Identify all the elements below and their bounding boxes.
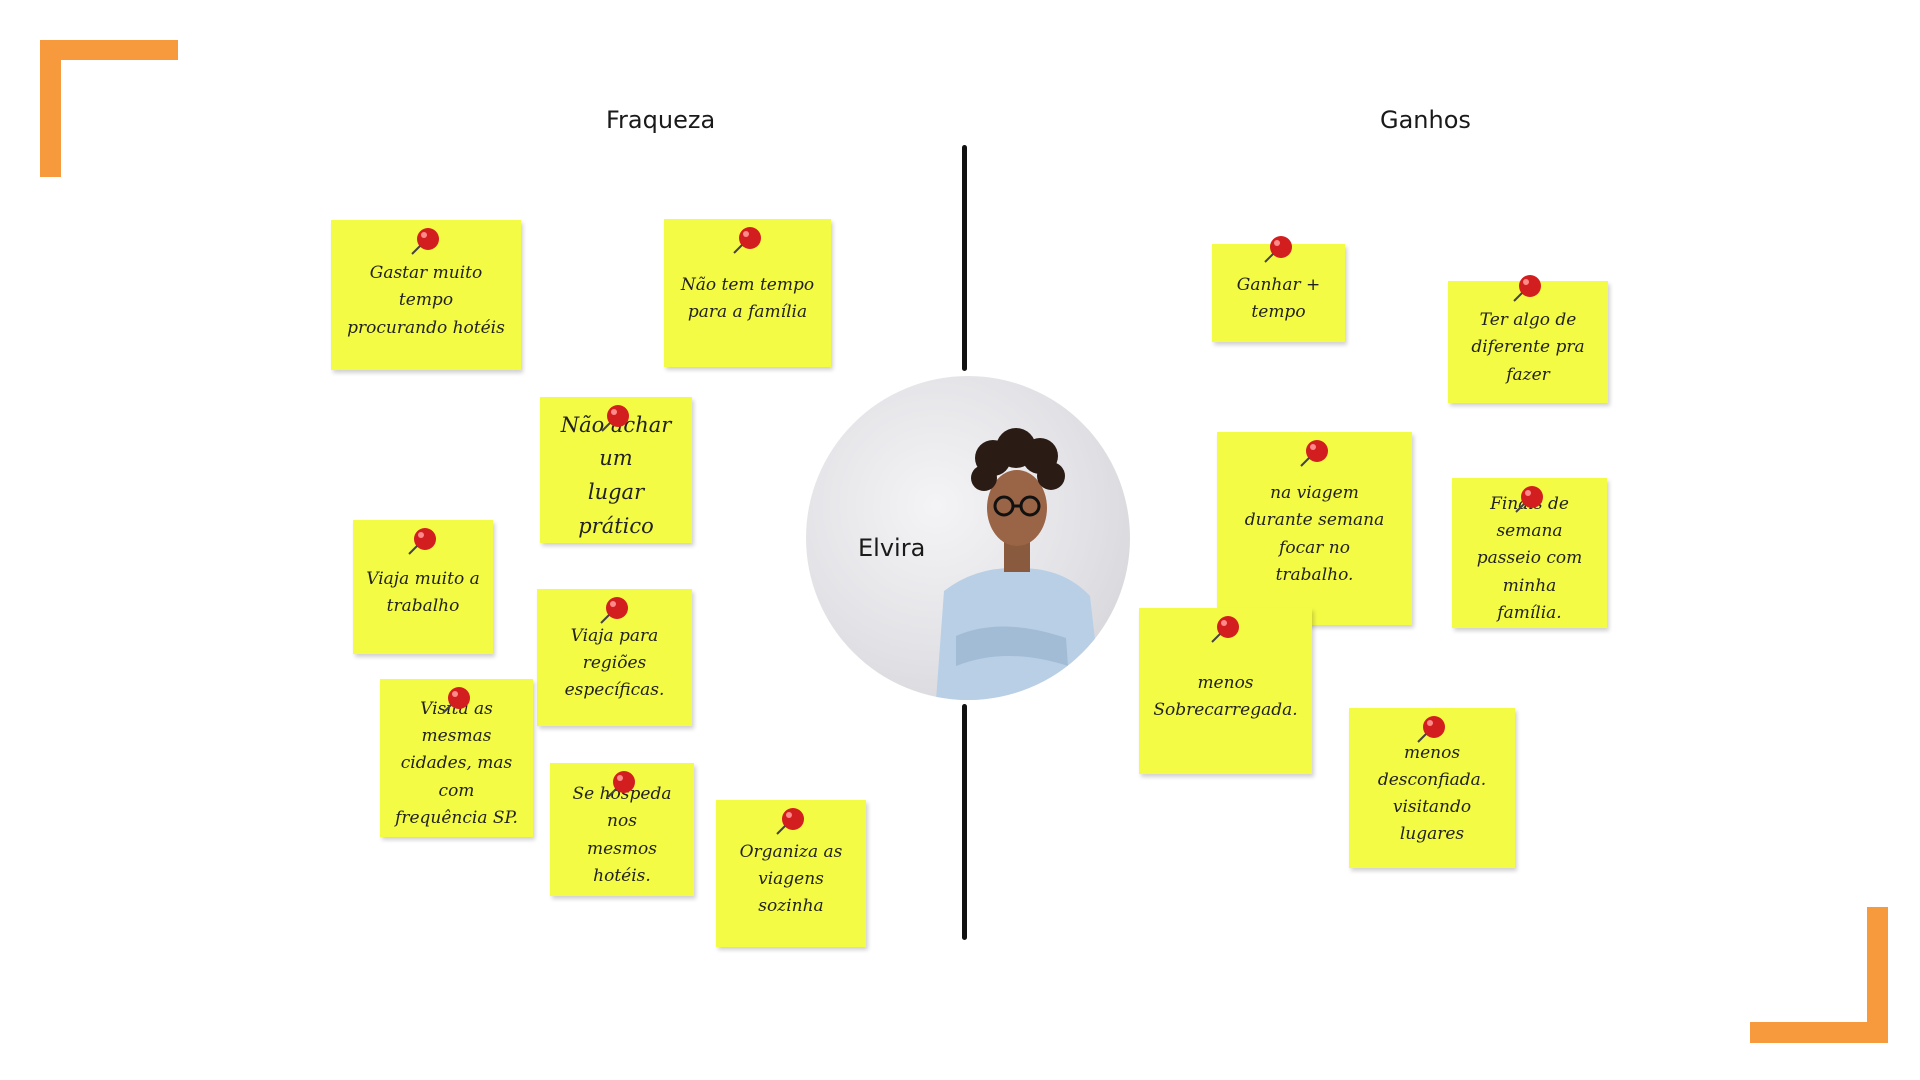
persona-name: Elvira (858, 534, 926, 562)
sticky-note-gain: Ganhar + tempo (1212, 236, 1345, 342)
sticky-note-text: Ganhar + tempo (1236, 274, 1321, 322)
pushpin-icon (1508, 273, 1548, 305)
sticky-note-gain: na viagem durante semana focar no trabal… (1217, 432, 1412, 625)
sticky-note-text: Se hospeda nos mesmos hotéis. (572, 784, 672, 886)
sticky-note-gain: Ter algo de diferente pra fazer (1448, 275, 1608, 403)
sticky-note-text: na viagem durante semana focar no trabal… (1244, 483, 1385, 585)
pushpin-icon (728, 225, 768, 257)
divider-bottom (962, 704, 967, 940)
sticky-note-weakness: Gastar muito tempo procurando hotéis (331, 220, 521, 370)
sticky-note-weakness: Viaja para regiões específicas. (537, 589, 692, 726)
pushpin-icon (1510, 484, 1550, 516)
pushpin-icon (1259, 234, 1299, 266)
sticky-note-text: Não achar um lugar prático (560, 412, 672, 538)
persona-avatar (806, 376, 1130, 700)
heading-gains: Ganhos (1380, 106, 1471, 134)
sticky-note-gain: menos Sobrecarregada. (1139, 608, 1312, 774)
pushpin-icon (771, 806, 811, 838)
persona-photo-icon (936, 428, 1102, 700)
sticky-note-text: Ter algo de diferente pra fazer (1471, 310, 1585, 385)
sticky-note-weakness: Não tem tempo para a família (664, 219, 831, 367)
pushpin-icon (437, 685, 477, 717)
pushpin-icon (1206, 614, 1246, 646)
sticky-note-gain: menos desconfiada. visitando lugares (1349, 708, 1515, 868)
sticky-note-text: Organiza as viagens sozinha (739, 841, 843, 917)
sticky-note-weakness: Visita as mesmas cidades, mas com frequê… (380, 679, 533, 837)
sticky-note-text: Não tem tempo para a família (680, 274, 815, 322)
heading-weaknesses: Fraqueza (606, 106, 716, 134)
pushpin-icon (595, 595, 635, 627)
sticky-note-text: Viaja para regiões específicas. (564, 625, 665, 701)
sticky-note-weakness: Organiza as viagens sozinha (716, 800, 866, 947)
pushpin-icon (596, 403, 636, 435)
pushpin-icon (1295, 438, 1335, 470)
pushpin-icon (602, 769, 642, 801)
pushpin-icon (403, 526, 443, 558)
pushpin-icon (1412, 714, 1452, 746)
sticky-note-gain: Finais de semana passeio com minha famíl… (1452, 478, 1607, 628)
sticky-note-text: menos Sobrecarregada. (1153, 672, 1298, 720)
divider-top (962, 145, 967, 371)
sticky-note-text: menos desconfiada. visitando lugares (1377, 742, 1487, 845)
sticky-note-text: Gastar muito tempo procurando hotéis (347, 263, 505, 338)
sticky-note-text: Finais de semana passeio com minha famíl… (1476, 494, 1583, 623)
sticky-note-weakness: Se hospeda nos mesmos hotéis. (550, 763, 694, 896)
sticky-note-text: Viaja muito a trabalho (366, 568, 480, 616)
sticky-note-weakness: Viaja muito a trabalho (353, 520, 493, 654)
sticky-note-weakness: Não achar um lugar prático (540, 397, 692, 543)
pushpin-icon (406, 226, 446, 258)
